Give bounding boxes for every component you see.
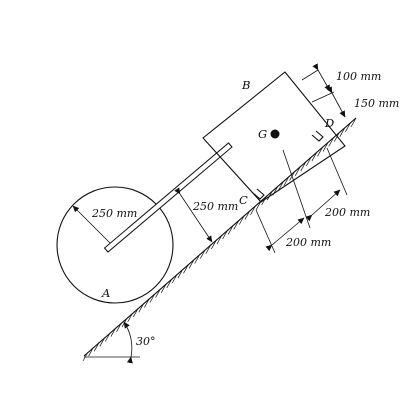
axle-height-dimension — [174, 187, 213, 243]
hatch-line — [211, 239, 217, 250]
extension-line-G — [282, 149, 311, 229]
hatch-line — [339, 127, 346, 137]
hatch-line — [283, 176, 290, 186]
hatch-line — [166, 278, 173, 289]
wheel-radius-label: 250 mm — [91, 207, 137, 220]
hatch-line — [116, 322, 122, 332]
hatch-line — [278, 181, 284, 191]
hatch-line — [345, 122, 351, 133]
hatch-line — [93, 342, 100, 352]
hatch-line — [138, 303, 145, 313]
label-G: G — [258, 127, 267, 141]
hatch-line — [300, 161, 307, 172]
hatch-line — [216, 234, 223, 245]
label-C: C — [239, 193, 248, 207]
hatch-line — [171, 273, 178, 284]
axle-rod — [103, 142, 233, 253]
hatch-line — [317, 147, 323, 157]
hatch-line — [183, 264, 189, 274]
dimension-100-label: 100 mm — [336, 70, 381, 83]
dimension-150-label: 150 mm — [354, 97, 399, 110]
hatch-line — [244, 210, 251, 220]
angle-arc — [123, 321, 133, 364]
hatch-line — [199, 249, 206, 259]
hatch-line — [255, 200, 262, 211]
label-B: B — [241, 78, 250, 92]
incline-hatching — [82, 117, 357, 362]
hatch-line — [238, 215, 245, 225]
hatch-line — [311, 151, 318, 162]
hatch-line — [155, 288, 161, 298]
dimension-200-bottom — [265, 217, 305, 252]
label-A: A — [101, 286, 110, 300]
hatch-line — [110, 327, 117, 337]
support-C — [252, 188, 265, 200]
hatch-line — [222, 229, 228, 240]
support-D — [311, 130, 324, 142]
hatch-line — [305, 156, 312, 167]
hatch-line — [194, 254, 201, 264]
hatch-line — [328, 137, 335, 147]
hatch-line — [250, 205, 256, 215]
dimension-200-right-label: 200 mm — [324, 206, 370, 219]
hatch-line — [294, 166, 301, 176]
dimension-200-bottom-label: 200 mm — [285, 236, 331, 249]
hatch-line — [149, 293, 156, 303]
hatch-line — [350, 117, 357, 128]
hatch-line — [132, 307, 139, 318]
label-D: D — [324, 116, 334, 130]
angle-label: 30° — [136, 335, 156, 348]
hatch-line — [160, 283, 167, 293]
hatch-line — [227, 225, 234, 235]
box-body — [202, 71, 346, 203]
extension-line-D — [326, 147, 348, 196]
hatch-line — [177, 268, 184, 279]
dimension-200-right — [305, 189, 341, 222]
wheel-radius-line — [72, 205, 111, 244]
wheel-A — [56, 186, 174, 304]
hatch-line — [333, 132, 340, 142]
hatch-line — [233, 220, 240, 230]
center-of-gravity-G — [270, 129, 280, 139]
extension-line-top-100 — [301, 69, 319, 81]
dimension-150 — [326, 86, 346, 118]
dimension-100 — [312, 63, 331, 92]
extension-line-top-150 — [311, 91, 335, 103]
hatch-line — [144, 298, 150, 308]
hatch-line — [99, 337, 106, 347]
hatch-line — [127, 312, 134, 323]
axle-height-label: 250 mm — [192, 200, 238, 213]
hatch-line — [104, 332, 111, 342]
extension-line-C — [255, 209, 276, 254]
hatch-line — [322, 142, 329, 152]
hatch-line — [82, 351, 89, 362]
hatch-line — [88, 346, 94, 357]
hatch-line — [188, 259, 195, 269]
hatch-line — [205, 244, 212, 254]
